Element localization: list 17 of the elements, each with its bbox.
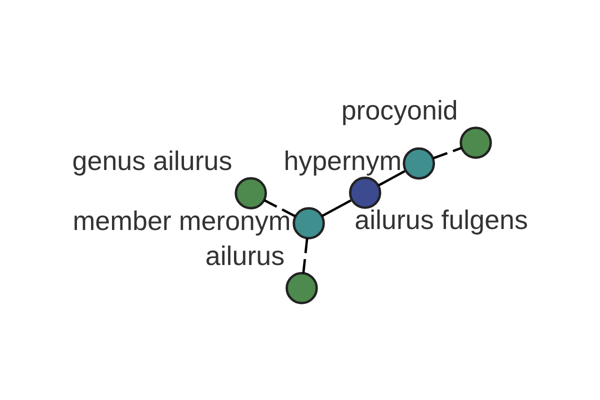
node-label: genus ailurus: [72, 145, 232, 176]
node-label: procyonid: [340, 94, 458, 125]
node-circle: [292, 206, 324, 239]
connector: [263, 198, 296, 217]
node-label: member meronym: [72, 205, 290, 236]
node-circle: [402, 146, 435, 180]
node-label: ailurus: [204, 240, 284, 270]
node-circle: [285, 271, 318, 304]
connector: [378, 170, 405, 186]
node-circle: [459, 126, 492, 158]
node-label: ailurus fulgens: [354, 204, 528, 235]
node-circle: [234, 176, 266, 209]
connector: [302, 238, 308, 273]
connector: [320, 198, 351, 217]
node-label: hypernym: [283, 146, 402, 176]
node-circle: [348, 176, 381, 208]
connector: [432, 146, 462, 159]
